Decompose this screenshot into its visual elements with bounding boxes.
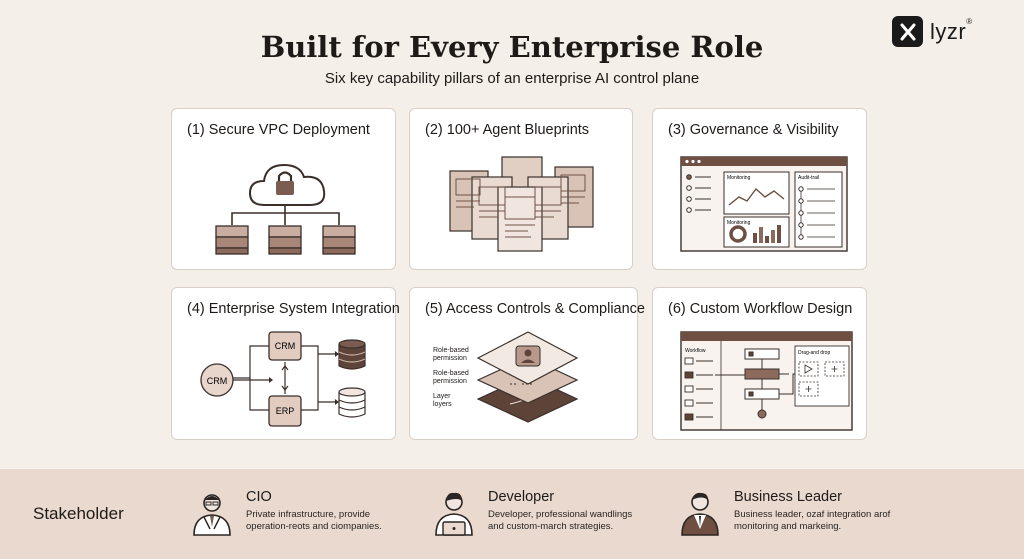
workflow-editor-icon: Workflow Drag-and drop — [680, 331, 853, 431]
persona-description: Private infrastructure, provide operatio… — [246, 509, 382, 532]
card-agent-blueprints: (2) 100+ Agent Blueprints — [409, 108, 633, 270]
cloud-lock-icon — [215, 163, 356, 255]
layers-icon: Role-based permission Role-based permiss… — [433, 331, 579, 423]
card-workflow-design: (6) Custom Workflow Design Workflow Drag… — [652, 287, 867, 440]
lyzr-logo-icon — [892, 16, 923, 47]
persona-description: Developer, professional wandlings and cu… — [488, 509, 633, 532]
workflow-label: Workflow — [685, 348, 706, 354]
dashboard-icon: Monitoring Monitoring Audit-trail — [680, 156, 848, 252]
card-title: (6) Custom Workflow Design — [668, 301, 853, 317]
layer-label: permission — [433, 378, 467, 385]
card-title: (5) Access Controls & Compliance — [425, 301, 645, 317]
persona-name: CIO — [246, 489, 272, 505]
stakeholder-band: Stakeholder CIO Private infrastructure, … — [0, 469, 1024, 559]
cio-avatar-icon — [193, 494, 231, 536]
layer-label: Role-based — [433, 347, 469, 354]
card-secure-vpc: (1) Secure VPC Deployment — [171, 108, 396, 270]
brand-logo: lyzr® — [892, 16, 973, 47]
persona-name: Business Leader — [734, 489, 843, 505]
business-leader-avatar-icon — [681, 492, 719, 536]
persona-cio: CIO Private infrastructure, provide oper… — [190, 489, 406, 537]
drag-drop-label: Drag-and drop — [798, 350, 830, 356]
persona-business-leader: Business Leader Business leader, ozaf in… — [678, 489, 894, 537]
card-system-integration: (4) Enterprise System Integration CRM CR… — [171, 287, 400, 440]
layer-label: Role-based — [433, 370, 469, 377]
card-access-controls: (5) Access Controls & Compliance Role-ba… — [409, 287, 645, 440]
layer-label: permission — [433, 355, 467, 362]
monitoring-label: Monitoring — [727, 175, 751, 181]
database-icon — [338, 339, 366, 418]
page-subtitle: Six key capability pillars of an enterpr… — [324, 70, 700, 87]
page-title: Built for Every Enterprise Role — [260, 30, 764, 64]
stakeholder-label: Stakeholder — [33, 504, 124, 523]
audit-trail-label: Audit-trail — [798, 175, 819, 181]
integration-diagram: CRM CRM ERP — [200, 331, 366, 427]
card-title: (1) Secure VPC Deployment — [187, 122, 370, 138]
persona-description: Business leader, ozaf integration arof m… — [734, 509, 891, 532]
card-title: (4) Enterprise System Integration — [187, 301, 400, 317]
crm-node-label: CRM — [275, 341, 296, 351]
persona-developer: Developer Developer, professional wandli… — [432, 489, 648, 537]
persona-name: Developer — [488, 489, 555, 505]
card-title: (3) Governance & Visibility — [668, 122, 839, 138]
blueprint-icon — [449, 156, 594, 252]
developer-avatar-icon — [435, 492, 473, 536]
card-title: (2) 100+ Agent Blueprints — [425, 122, 590, 138]
user-icon — [515, 345, 541, 367]
erp-node-label: ERP — [276, 406, 295, 416]
brand-name: lyzr® — [930, 16, 973, 44]
layer-label: loyers — [433, 401, 452, 408]
card-governance: (3) Governance & Visibility Monitoring M… — [652, 108, 867, 270]
monitoring-label: Monitoring — [727, 220, 751, 226]
server-icon — [215, 225, 356, 255]
layer-label: Layer — [433, 393, 451, 400]
crm-node-label: CRM — [207, 376, 228, 386]
